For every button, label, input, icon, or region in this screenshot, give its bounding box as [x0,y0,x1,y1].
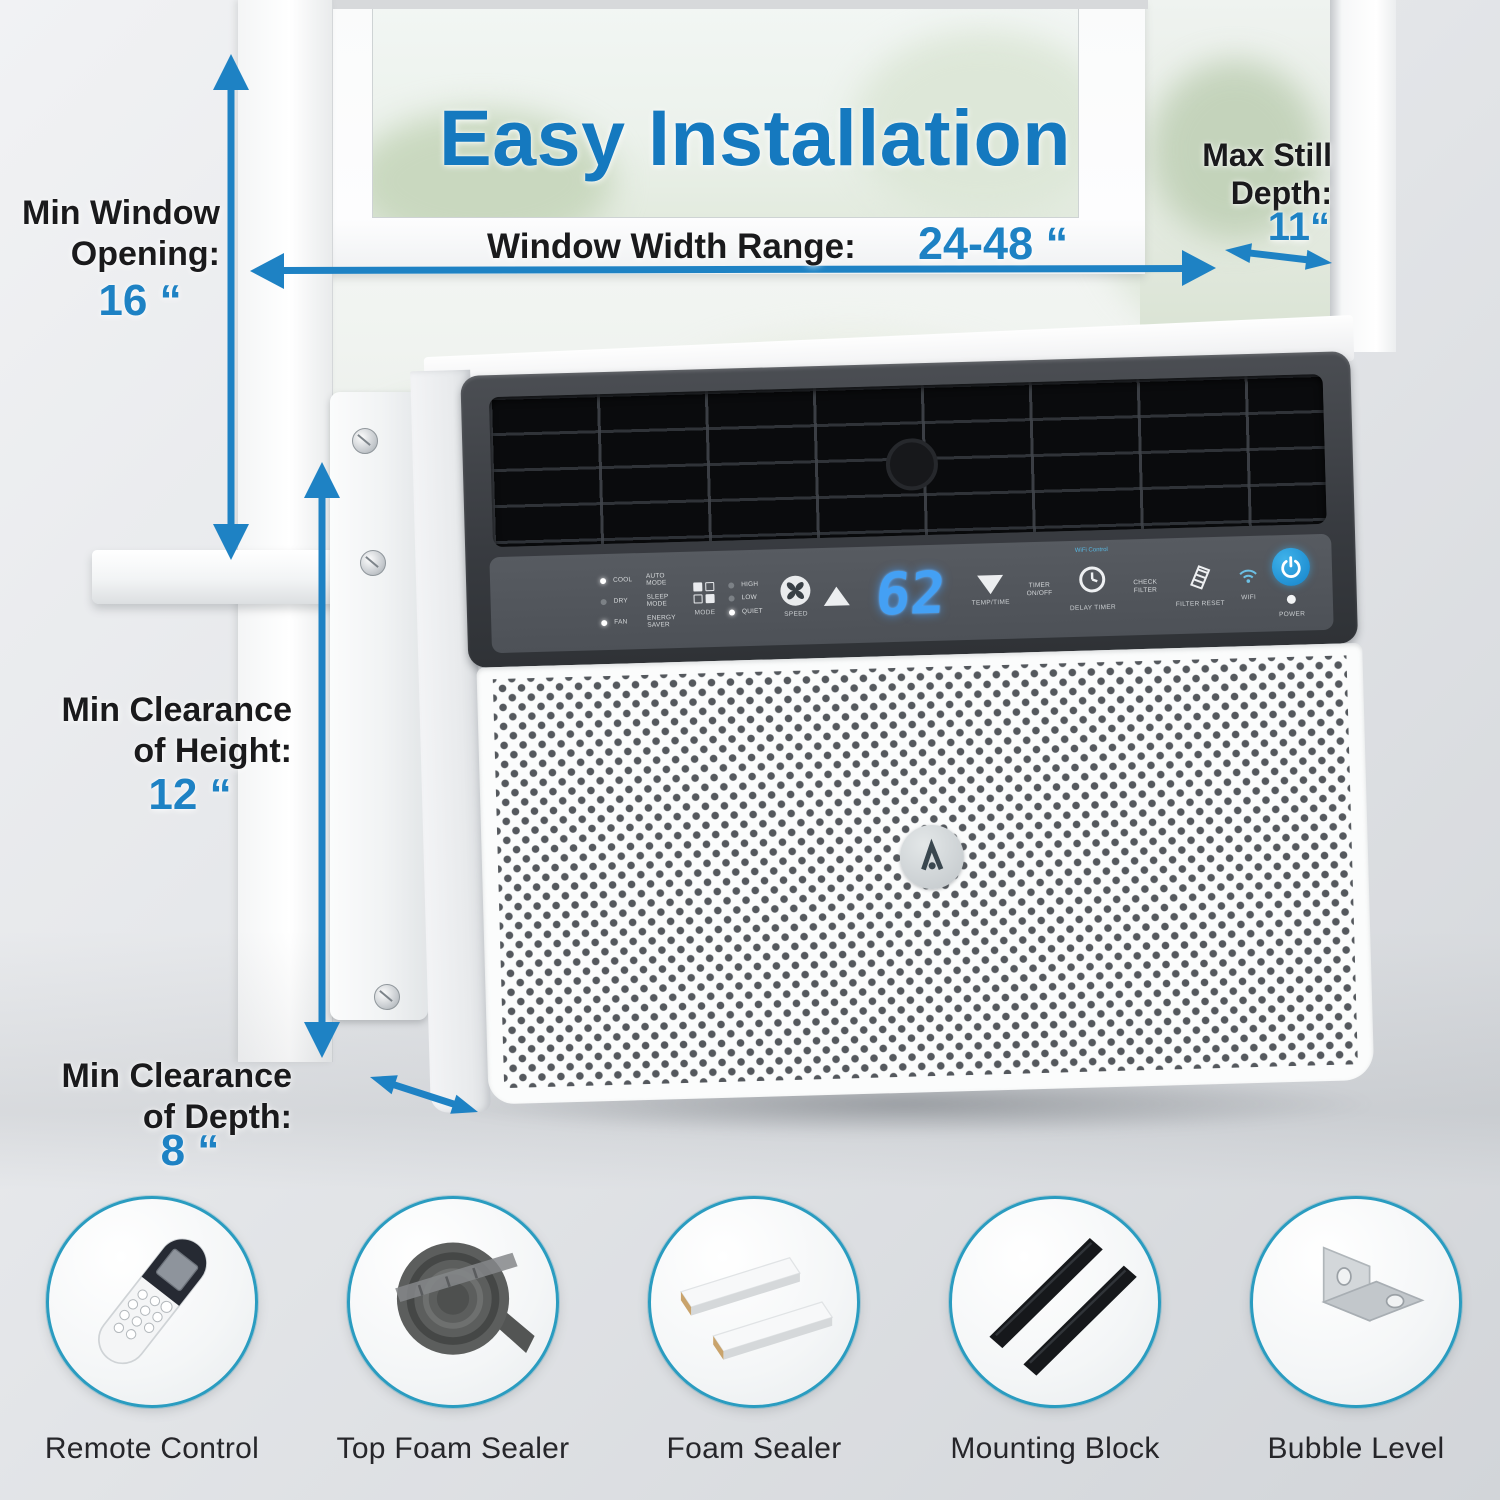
brand-logo-icon [899,824,965,890]
accessory-circle [648,1196,860,1408]
control-panel: COOL AUTO MODE DRY SLEEP MODE FAN ENERGY… [489,533,1334,654]
window-width-label: Window Width Range: [487,227,856,266]
clock-icon [1077,564,1108,600]
up-triangle-icon [823,585,850,606]
mode-label: ENERGY SAVER [647,613,676,629]
accessory-label: Remote Control [44,1432,260,1465]
outdoor-sky [853,31,1078,217]
down-triangle-icon [977,575,1004,595]
cool-led [599,578,607,585]
upper-window-sash [300,0,1145,274]
accessory-circle [1250,1196,1462,1408]
window-width-value: 24-48 “ [918,218,1069,269]
perforated-front-panel [476,642,1375,1105]
wifi-note-label: WiFi Control [1074,547,1108,555]
low-led [728,595,735,602]
mode-indicator-cluster: COOL AUTO MODE DRY SLEEP MODE FAN ENERGY… [599,571,682,630]
accessory-bubble-level: Bubble Level [1250,1196,1462,1466]
accessory-circle [347,1196,559,1408]
mode-label: AUTO MODE [645,571,667,587]
quiet-led [728,608,736,616]
wifi-button[interactable]: WIFI [1237,566,1260,602]
screw-icon [360,550,386,576]
accessory-circle [949,1196,1161,1408]
window-left-jamb [238,0,333,1062]
window-right-jamb [1330,0,1396,352]
filter-reset-button[interactable]: FILTER RESET [1175,562,1225,609]
mode-label: DRY [613,597,628,606]
accessory-top-foam-sealer: Top Foam Sealer [337,1196,569,1466]
mode-grid-icon [693,581,716,605]
high-led [728,581,735,589]
min-clearance-depth-value: 8 “ [160,1126,220,1175]
min-clearance-depth-label: Min Clearance of Depth: [61,1057,292,1136]
min-clearance-height-value: 12 “ [148,770,232,819]
min-window-opening-label: Min Window Opening: [22,194,220,273]
delay-timer-button[interactable]: WiFi Control DELAY TIMER [1069,547,1117,613]
accessory-mounting-block: Mounting Block [949,1196,1161,1466]
accessory-circle [46,1196,258,1408]
window-glass [372,0,1079,218]
foam-roll-icon [395,1242,535,1355]
side-mounting-bracket [330,392,428,1020]
screw-icon [374,984,400,1010]
mode-label: COOL [612,576,633,585]
mode-label: FAN [614,618,628,627]
fan-led [601,619,608,627]
dry-led [600,599,607,606]
power-button[interactable]: POWER [1271,547,1311,619]
max-still-depth-value: 11“ [1267,205,1330,249]
window-top-casing [296,0,1148,9]
outdoor-hill [1150,60,1320,240]
remote-control-icon [98,1238,208,1365]
max-still-depth-label: Max Still Depth: [1202,137,1332,211]
page-title: Easy Installation [439,93,1071,182]
temperature-display: 62 [872,558,948,629]
speed-indicator-cluster: HIGH LOW QUIET [728,580,768,616]
screw-icon [352,428,378,454]
speed-button[interactable]: SPEED [779,575,811,618]
power-led [1287,594,1297,604]
accessories-row: Remote Control Top Foam Sealer [0,1196,1500,1496]
accessory-remote-control: Remote Control [45,1196,259,1466]
window-side-view [1140,0,1332,352]
air-conditioner-unit: COOL AUTO MODE DRY SLEEP MODE FAN ENERGY… [409,314,1380,1118]
temp-down-button[interactable]: TEMP/TIME [971,575,1010,608]
mode-label: SLEEP MODE [646,592,669,608]
power-icon [1271,547,1311,587]
accessory-label: Foam Sealer [666,1432,842,1465]
mode-button[interactable]: MODE [693,581,716,617]
min-clearance-height-label: Min Clearance of Height: [61,691,292,770]
accessory-label: Top Foam Sealer [336,1432,570,1465]
wifi-icon [1237,566,1260,590]
check-filter-label: CHECK FILTER [1133,578,1158,595]
accessory-label: Mounting Block [950,1432,1160,1465]
accessory-label: Bubble Level [1267,1432,1445,1465]
vent-knob [885,437,939,492]
air-vent-grille [488,373,1327,548]
unit-front-bezel: COOL AUTO MODE DRY SLEEP MODE FAN ENERGY… [460,351,1359,668]
timer-onoff-label: TIMER ON/OFF [1026,581,1053,598]
foam-strips-icon [679,1257,834,1360]
fan-icon [779,575,811,606]
bracket-icon [1321,1246,1425,1322]
temp-up-button[interactable] [823,585,850,606]
min-window-opening-value: 16 “ [98,276,182,325]
filter-icon [1185,562,1214,596]
mounting-block-icon [989,1238,1137,1376]
accessory-foam-sealer: Foam Sealer [648,1196,860,1466]
